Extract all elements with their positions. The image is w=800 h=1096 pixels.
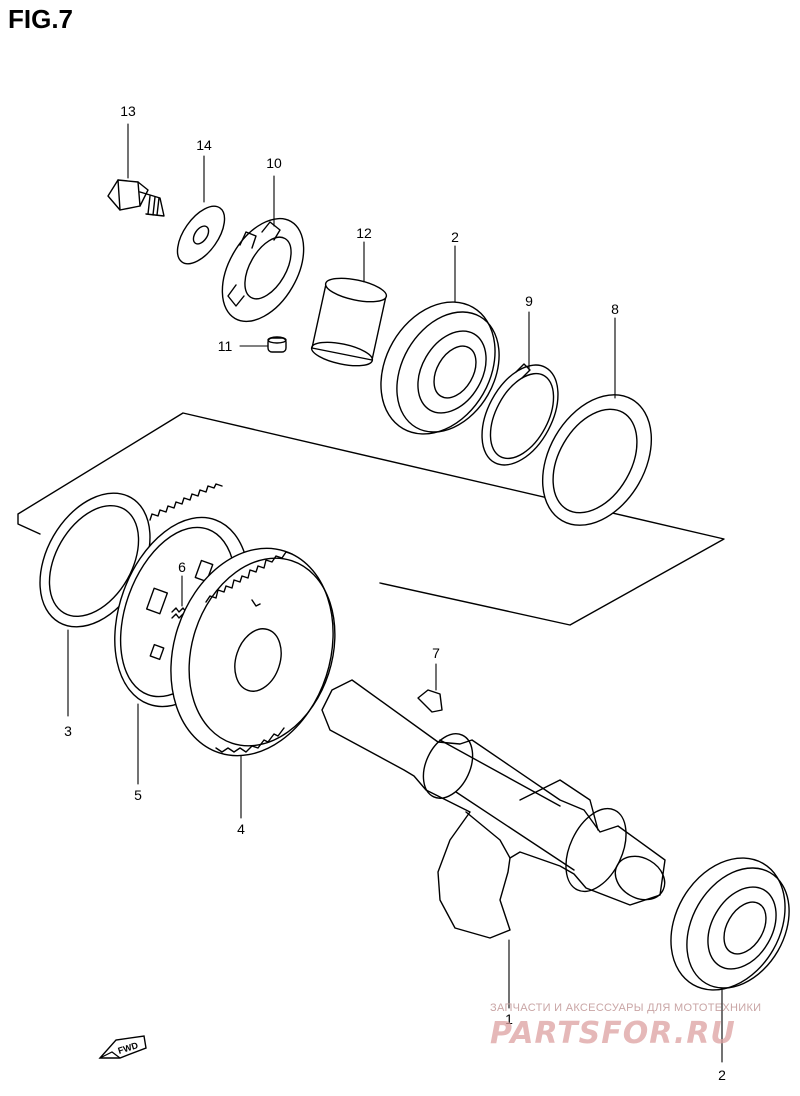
woodruff-key-7	[417, 689, 443, 713]
label-part-9: 9	[525, 293, 533, 309]
figure-title: FIG.7	[8, 4, 74, 34]
label-part-2-upper: 2	[451, 229, 459, 245]
bearing-2-lower	[670, 857, 790, 991]
fwd-arrow-icon: FWD	[98, 1035, 147, 1059]
label-part-12: 12	[356, 225, 372, 241]
label-part-2-lower: 2	[718, 1067, 726, 1083]
washer-8	[541, 394, 653, 526]
watermark-tagline: ЗАПЧАСТИ И АКСЕССУАРЫ ДЛЯ МОТОТЕХНИКИ	[490, 1002, 762, 1014]
label-part-3: 3	[64, 723, 72, 739]
label-part-6: 6	[178, 559, 186, 575]
label-part-1: 1	[505, 1011, 513, 1027]
bushing-12	[310, 277, 388, 367]
balancer-gear-4	[170, 547, 336, 757]
label-part-8: 8	[611, 301, 619, 317]
watermark-logo: PARTSFOR.RU	[490, 1016, 736, 1051]
label-part-10: 10	[266, 155, 282, 171]
balancer-shaft-1	[321, 679, 666, 939]
leader-lines	[67, 123, 723, 1063]
washer-14	[176, 205, 226, 265]
circlip-9	[481, 363, 559, 466]
tooth-washer-10	[221, 217, 305, 323]
label-part-11: 11	[218, 338, 233, 354]
bearing-2-upper	[380, 301, 500, 435]
label-part-4: 4	[237, 821, 245, 837]
pin-11	[267, 336, 287, 353]
label-part-5: 5	[134, 787, 142, 803]
flange-bolt-13	[107, 179, 165, 217]
label-part-13: 13	[120, 103, 136, 119]
label-part-7: 7	[432, 645, 440, 661]
assembly-plane-outline	[17, 412, 725, 626]
label-part-14: 14	[196, 137, 212, 153]
